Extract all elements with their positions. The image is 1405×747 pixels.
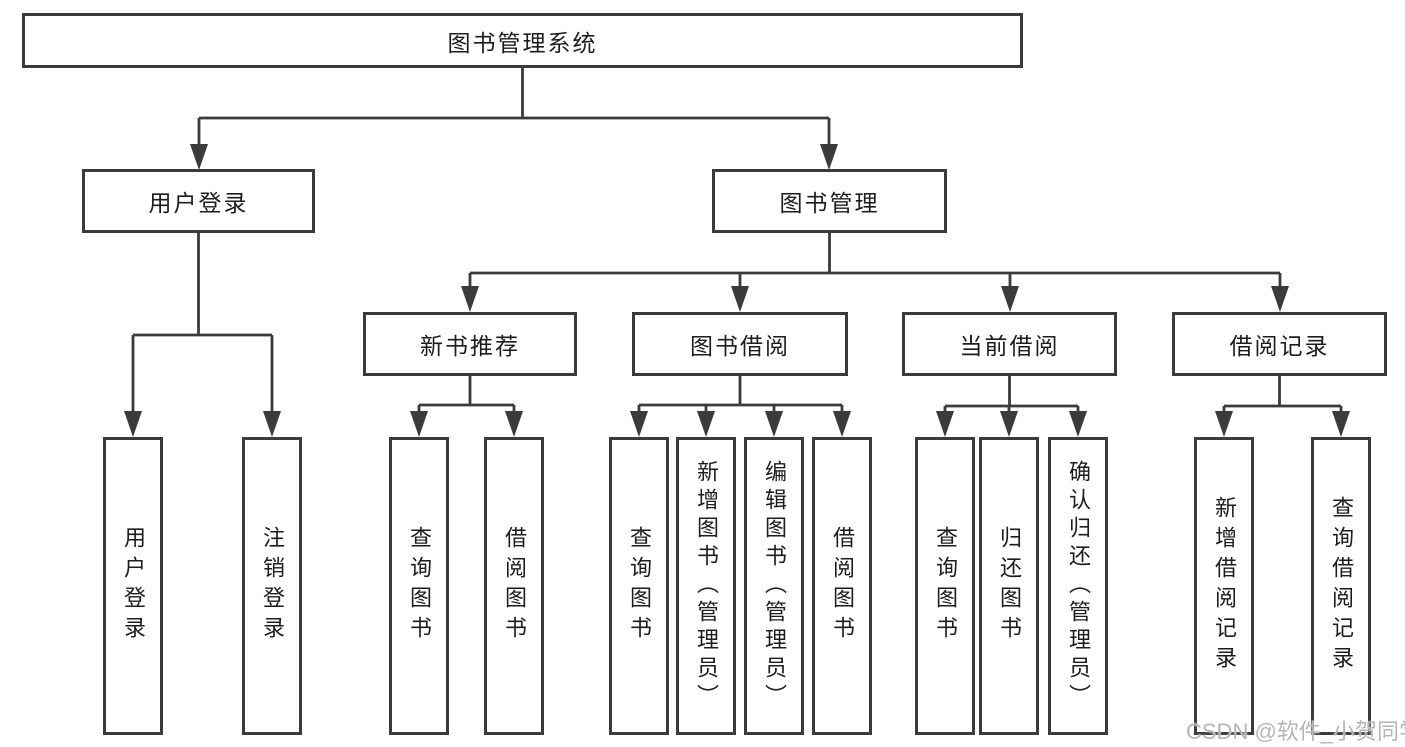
leaf-query-books-current: 查询图书 <box>915 437 975 735</box>
node-label: 确认归还（管理员） <box>1066 460 1091 712</box>
leaf-logout: 注销登录 <box>242 437 302 735</box>
leaf-query-books-borrow: 查询图书 <box>609 437 669 735</box>
connector-current-borrow-children <box>936 376 1087 437</box>
node-label: 查询借阅记录 <box>1329 496 1354 676</box>
node-label: 当前借阅 <box>959 333 1060 359</box>
node-label: 查询图书 <box>407 526 432 646</box>
node-label: 归还图书 <box>997 526 1022 646</box>
node-label: 图书管理系统 <box>447 29 598 56</box>
node-root-book-management-system: 图书管理系统 <box>22 13 1023 68</box>
connector-user-login-children <box>124 233 281 437</box>
csdn-watermark: CSDN @软件_小贺同学 <box>1186 719 1405 744</box>
node-current-borrow: 当前借阅 <box>902 312 1117 376</box>
node-label: 编辑图书（管理员） <box>762 460 787 712</box>
node-book-management: 图书管理 <box>712 169 947 233</box>
node-label: 借阅记录 <box>1229 333 1330 359</box>
leaf-edit-books-admin: 编辑图书（管理员） <box>744 437 804 735</box>
node-new-book-recommend: 新书推荐 <box>363 312 577 376</box>
connector-book-borrow-children <box>630 376 851 437</box>
connector-new-book-recommend-children <box>410 376 523 437</box>
connector-book-management-children <box>461 233 1289 312</box>
leaf-user-login: 用户登录 <box>103 437 163 735</box>
connector-root-to-level1 <box>190 68 838 170</box>
node-label: 借阅图书 <box>502 526 527 646</box>
node-book-borrow: 图书借阅 <box>632 312 848 376</box>
leaf-query-borrow-record: 查询借阅记录 <box>1311 437 1371 735</box>
node-borrow-records: 借阅记录 <box>1172 312 1387 376</box>
node-label: 用户登录 <box>148 190 249 216</box>
node-label: 图书借阅 <box>690 333 790 359</box>
leaf-query-books-recommend: 查询图书 <box>389 437 449 735</box>
node-label: 查询图书 <box>933 526 958 646</box>
node-label: 新书推荐 <box>420 333 520 359</box>
leaf-borrow-books-recommend: 借阅图书 <box>484 437 544 735</box>
node-label: 新增借阅记录 <box>1212 496 1237 676</box>
leaf-add-borrow-record: 新增借阅记录 <box>1194 437 1254 735</box>
node-label: 新增图书（管理员） <box>694 460 719 712</box>
leaf-return-books: 归还图书 <box>979 437 1039 735</box>
connector-borrow-records-children <box>1215 376 1350 437</box>
leaf-borrow-books: 借阅图书 <box>812 437 872 735</box>
node-label: 图书管理 <box>779 190 880 216</box>
node-user-login: 用户登录 <box>82 169 315 233</box>
node-label: 注销登录 <box>260 526 285 646</box>
node-label: 查询图书 <box>627 526 652 646</box>
leaf-confirm-return-admin: 确认归还（管理员） <box>1048 437 1108 735</box>
node-label: 借阅图书 <box>830 526 855 646</box>
node-label: 用户登录 <box>121 526 146 646</box>
leaf-add-books-admin: 新增图书（管理员） <box>676 437 736 735</box>
